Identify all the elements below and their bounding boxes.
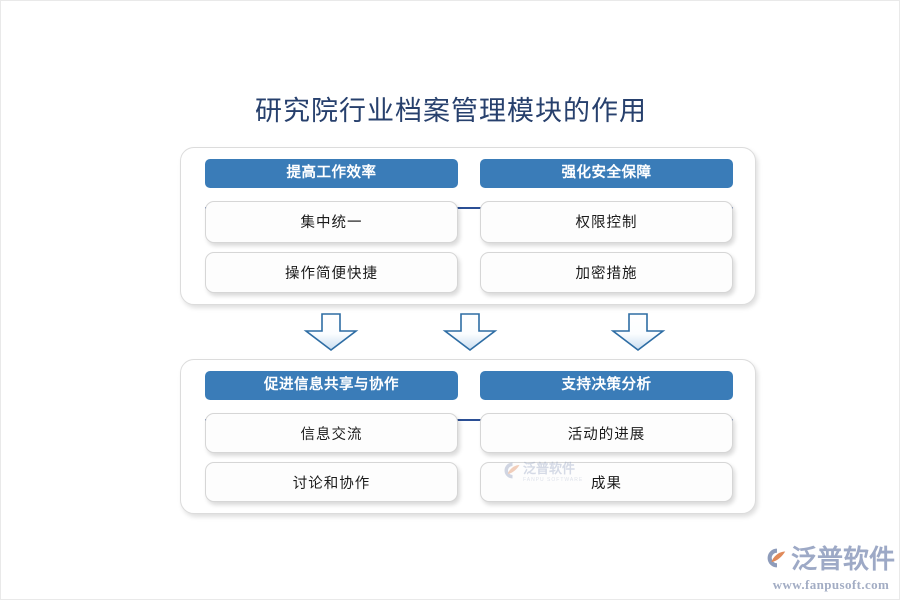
column-items-support-decision: 活动的进展 成果 [480, 413, 733, 502]
list-item[interactable]: 权限控制 [480, 201, 733, 243]
list-item[interactable]: 活动的进展 [480, 413, 733, 453]
panel-bottom-divider [205, 419, 733, 421]
flow-arrow-down-icon [442, 312, 498, 352]
column-support-decision: 支持决策分析 活动的进展 成果 [480, 371, 733, 502]
page-title: 研究院行业档案管理模块的作用 [255, 96, 647, 126]
fanpu-logo-mark-icon [767, 548, 786, 567]
flow-arrow-down-icon [610, 312, 666, 352]
column-header-support-decision[interactable]: 支持决策分析 [480, 371, 733, 400]
flow-arrow-down-icon [303, 312, 359, 352]
column-header-promote-sharing[interactable]: 促进信息共享与协作 [205, 371, 458, 400]
panel-top-divider [205, 207, 733, 209]
list-item[interactable]: 信息交流 [205, 413, 458, 453]
brand-url: www.fanpusoft.com [772, 577, 890, 592]
brand-name: 泛普软件 [790, 544, 895, 574]
panel-top: 提高工作效率 集中统一 操作简便快捷 强化安全保障 权限控制 加密措施 [180, 147, 756, 305]
column-improve-efficiency: 提高工作效率 集中统一 操作简便快捷 [205, 159, 458, 293]
panel-top-inner: 提高工作效率 集中统一 操作简便快捷 强化安全保障 权限控制 加密措施 [205, 159, 733, 293]
brand-logo-row: 泛普软件 [767, 539, 895, 576]
list-item[interactable]: 操作简便快捷 [205, 251, 458, 293]
column-items-strengthen-security: 权限控制 加密措施 [480, 201, 733, 293]
column-header-strengthen-security[interactable]: 强化安全保障 [480, 159, 733, 188]
list-item[interactable]: 集中统一 [205, 201, 458, 243]
column-promote-sharing: 促进信息共享与协作 信息交流 讨论和协作 [205, 371, 458, 502]
column-header-improve-efficiency[interactable]: 提高工作效率 [205, 159, 458, 188]
column-strengthen-security: 强化安全保障 权限控制 加密措施 [480, 159, 733, 293]
list-item[interactable]: 加密措施 [480, 251, 733, 293]
list-item[interactable]: 成果 [480, 462, 733, 502]
brand-logo: 泛普软件 www.fanpusoft.com [767, 539, 895, 592]
list-item[interactable]: 讨论和协作 [205, 462, 458, 502]
panel-top-columns: 提高工作效率 集中统一 操作简便快捷 强化安全保障 权限控制 加密措施 [205, 159, 733, 293]
column-items-promote-sharing: 信息交流 讨论和协作 [205, 413, 458, 502]
panel-bottom-inner: 促进信息共享与协作 信息交流 讨论和协作 支持决策分析 活动的进展 成果 [205, 371, 733, 502]
column-items-improve-efficiency: 集中统一 操作简便快捷 [205, 201, 458, 293]
panel-bottom-columns: 促进信息共享与协作 信息交流 讨论和协作 支持决策分析 活动的进展 成果 [205, 371, 733, 502]
panel-bottom: 促进信息共享与协作 信息交流 讨论和协作 支持决策分析 活动的进展 成果 [180, 359, 756, 514]
